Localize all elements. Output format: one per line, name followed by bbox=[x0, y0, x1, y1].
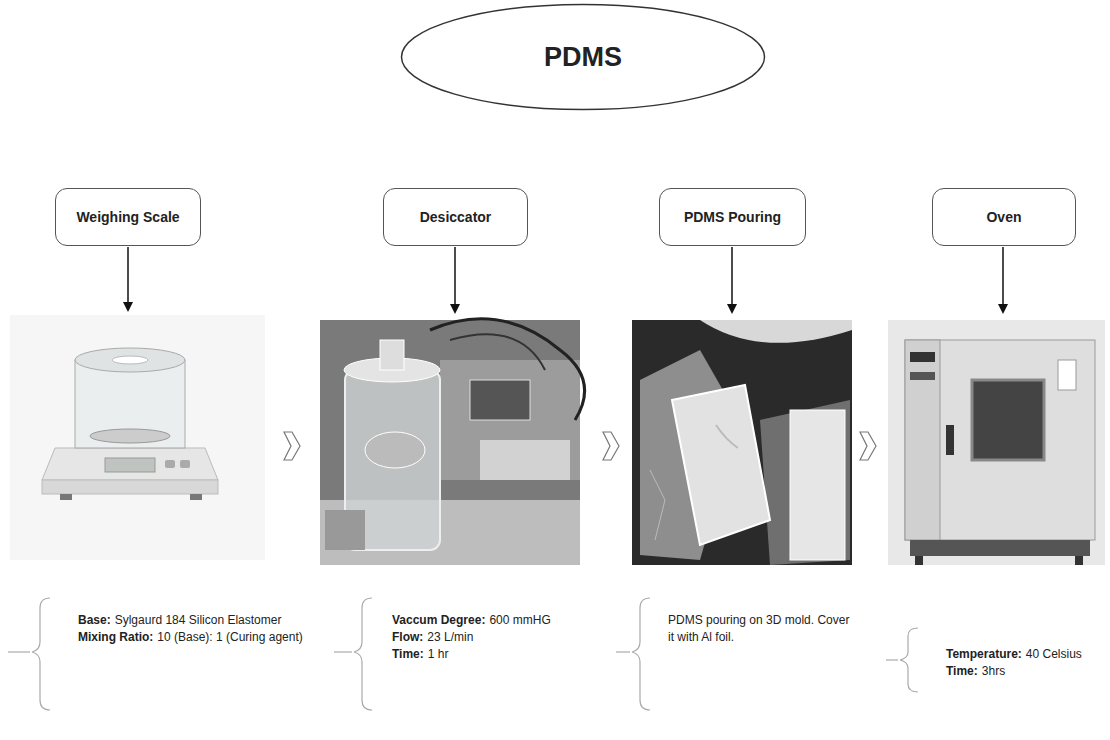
note-block: Base: Sylgaurd 184 Silicon ElastomerMixin… bbox=[78, 612, 308, 646]
node-text: PDMS bbox=[544, 42, 622, 73]
note-line: Time: 3hrs bbox=[946, 663, 1106, 680]
note-value: 10 (Base): 1 (Curing agent) bbox=[157, 630, 302, 644]
note-line: PDMS pouring on 3D mold. Cover it with A… bbox=[668, 612, 853, 646]
node-text: PDMS Pouring bbox=[684, 209, 781, 225]
brackets bbox=[8, 598, 918, 710]
note-line: Base: Sylgaurd 184 Silicon Elastomer bbox=[78, 612, 308, 629]
desiccator-photo bbox=[320, 319, 585, 565]
step-box: Weighing Scale bbox=[55, 188, 201, 246]
note-line: Temperature: 40 Celsius bbox=[946, 646, 1106, 663]
step-box: Desiccator bbox=[383, 188, 528, 246]
chevrons bbox=[284, 432, 876, 460]
oven-photo bbox=[888, 320, 1105, 565]
note-key: Flow: bbox=[392, 630, 423, 644]
node-text: Weighing Scale bbox=[76, 209, 179, 225]
note-block: PDMS pouring on 3D mold. Cover it with A… bbox=[668, 612, 853, 646]
note-value: 1 hr bbox=[428, 647, 449, 661]
note-value: 40 Celsius bbox=[1026, 647, 1082, 661]
note-key: Temperature: bbox=[946, 647, 1022, 661]
note-key: Vaccum Degree: bbox=[392, 613, 485, 627]
note-line: Mixing Ratio: 10 (Base): 1 (Curing agent) bbox=[78, 629, 308, 646]
scale-photo bbox=[10, 315, 265, 560]
note-key: Mixing Ratio: bbox=[78, 630, 153, 644]
node-text: Oven bbox=[986, 209, 1021, 225]
note-value: 3hrs bbox=[982, 664, 1005, 678]
note-block: Temperature: 40 CelsiusTime: 3hrs bbox=[946, 646, 1106, 680]
node-text: Desiccator bbox=[420, 209, 492, 225]
note-key: Base: bbox=[78, 613, 111, 627]
note-key: Time: bbox=[392, 647, 424, 661]
note-value: 23 L/min bbox=[427, 630, 473, 644]
note-line: Vaccum Degree: 600 mmHG bbox=[392, 612, 612, 629]
step-box: PDMS Pouring bbox=[659, 188, 806, 246]
pouring-photo bbox=[632, 320, 852, 565]
note-value: 600 mmHG bbox=[489, 613, 550, 627]
note-block: Vaccum Degree:600 mmHGFlow:23 L/minTime:… bbox=[392, 612, 612, 663]
note-line: Time: 1 hr bbox=[392, 646, 612, 663]
step-box: Oven bbox=[932, 188, 1076, 246]
down-arrows bbox=[128, 247, 1003, 312]
note-value: PDMS pouring on 3D mold. Cover it with A… bbox=[668, 613, 849, 644]
note-line: Flow: 23 L/min bbox=[392, 629, 612, 646]
note-key: Time: bbox=[946, 664, 978, 678]
title-ellipse: PDMS bbox=[400, 3, 766, 111]
note-value: Sylgaurd 184 Silicon Elastomer bbox=[115, 613, 282, 627]
